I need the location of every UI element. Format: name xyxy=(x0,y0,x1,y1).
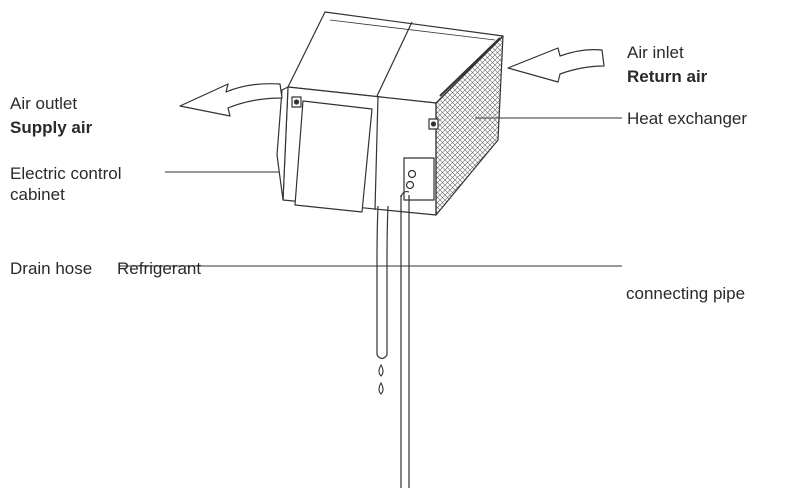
drain-hose-label: Drain hose xyxy=(10,259,93,278)
electric-cabinet-panel xyxy=(294,100,373,213)
connecting-pipe-label: connecting pipe xyxy=(626,284,746,303)
bracket-right-bolt xyxy=(430,121,437,127)
air-arrows xyxy=(179,47,605,117)
connection-plate xyxy=(403,157,435,201)
drain-hose xyxy=(376,205,389,360)
water-drop-1 xyxy=(378,363,384,377)
top-rim xyxy=(329,19,496,41)
heat-exchanger-label: Heat exchanger xyxy=(627,109,748,128)
left-flange xyxy=(276,86,289,201)
top-seam xyxy=(376,21,413,97)
drain-hose-left-edge xyxy=(376,205,379,355)
refrigerant-pipe xyxy=(400,190,410,488)
front-seam xyxy=(374,95,379,211)
heat-exchanger-grille xyxy=(435,35,504,216)
return-air-label: Return air xyxy=(627,67,708,86)
grille-frame-top xyxy=(439,37,501,97)
unit-body xyxy=(276,11,504,216)
water-drops xyxy=(378,363,384,395)
bracket-left-bolt xyxy=(293,99,300,105)
refrigerant-label: Refrigerant xyxy=(117,259,202,278)
supply-air-label: Supply air xyxy=(10,118,93,137)
drain-hose-end xyxy=(376,354,388,360)
supply-air-arrow-icon xyxy=(179,83,283,117)
refrigerant-pipe-bend xyxy=(400,190,410,198)
air-inlet-label: Air inlet xyxy=(627,43,684,62)
electric-control-cabinet-label: Electric control cabinet xyxy=(10,164,122,204)
air-outlet-label: Air outlet xyxy=(10,94,78,113)
connection-port-1 xyxy=(407,169,417,179)
return-air-arrow-icon xyxy=(507,47,605,83)
connection-port-2 xyxy=(405,180,415,190)
water-drop-2 xyxy=(378,381,384,395)
drain-hose-right-edge xyxy=(386,205,389,355)
